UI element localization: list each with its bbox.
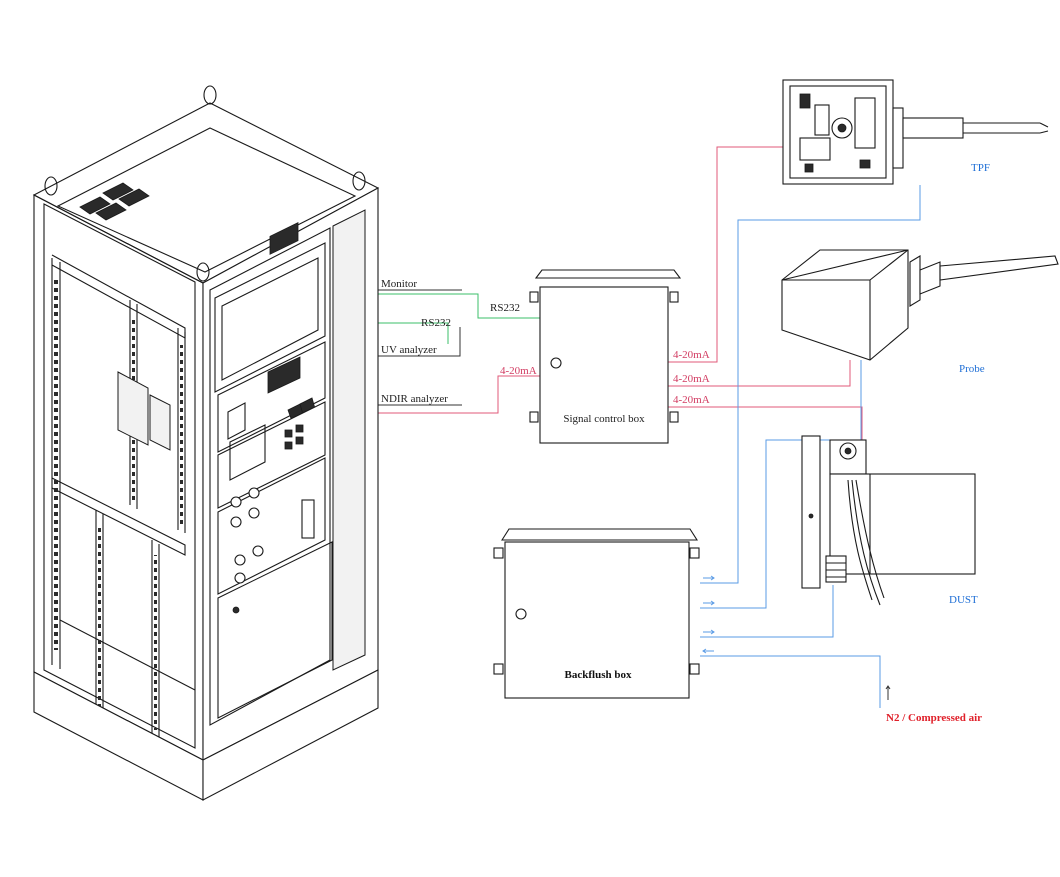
- air-line-tpf: [700, 185, 921, 584]
- probe-device: Probe: [781, 249, 1059, 375]
- air-line-dust: [700, 585, 834, 638]
- signal-line-ndir: [335, 375, 550, 414]
- dust-device: DUST: [801, 435, 978, 606]
- label-rs232-cabinet: RS232: [421, 317, 451, 329]
- label-monitor: Monitor: [381, 278, 417, 290]
- label-current-out-3: 4-20mA: [673, 394, 710, 406]
- cabinet-labels: Monitor RS232 UV analyzer NDIR analyzer: [381, 278, 451, 405]
- backflush-box-title: Backflush box: [565, 669, 632, 681]
- signal-box-title: Signal control box: [563, 413, 645, 425]
- label-probe: Probe: [959, 363, 985, 375]
- supply-arrow: [885, 685, 891, 700]
- analyzer-cabinet: [32, 85, 380, 801]
- air-line-supply: [700, 655, 881, 708]
- backflush-box: Backflush box: [493, 528, 700, 699]
- tpf-device: TPF: [782, 79, 1049, 185]
- label-current-in: 4-20mA: [500, 365, 537, 377]
- signal-control-box: Signal control box RS232 4-20mA 4-20mA 4…: [490, 269, 710, 444]
- signal-line-probe: [668, 360, 851, 387]
- label-dust: DUST: [949, 594, 978, 606]
- label-current-out-2: 4-20mA: [673, 373, 710, 385]
- rs232-line-monitor: [335, 293, 558, 319]
- label-tpf: TPF: [971, 162, 990, 174]
- air-line-probe: [700, 360, 862, 609]
- label-rs232-signal: RS232: [490, 302, 520, 314]
- label-uv-analyzer: UV analyzer: [381, 344, 437, 356]
- label-current-out-1: 4-20mA: [673, 349, 710, 361]
- label-gas-supply: N2 / Compressed air: [886, 712, 982, 724]
- label-ndir-analyzer: NDIR analyzer: [381, 393, 448, 405]
- signal-line-dust: [668, 406, 863, 440]
- air-arrows: [702, 575, 715, 654]
- signal-line-tpf: [668, 146, 783, 363]
